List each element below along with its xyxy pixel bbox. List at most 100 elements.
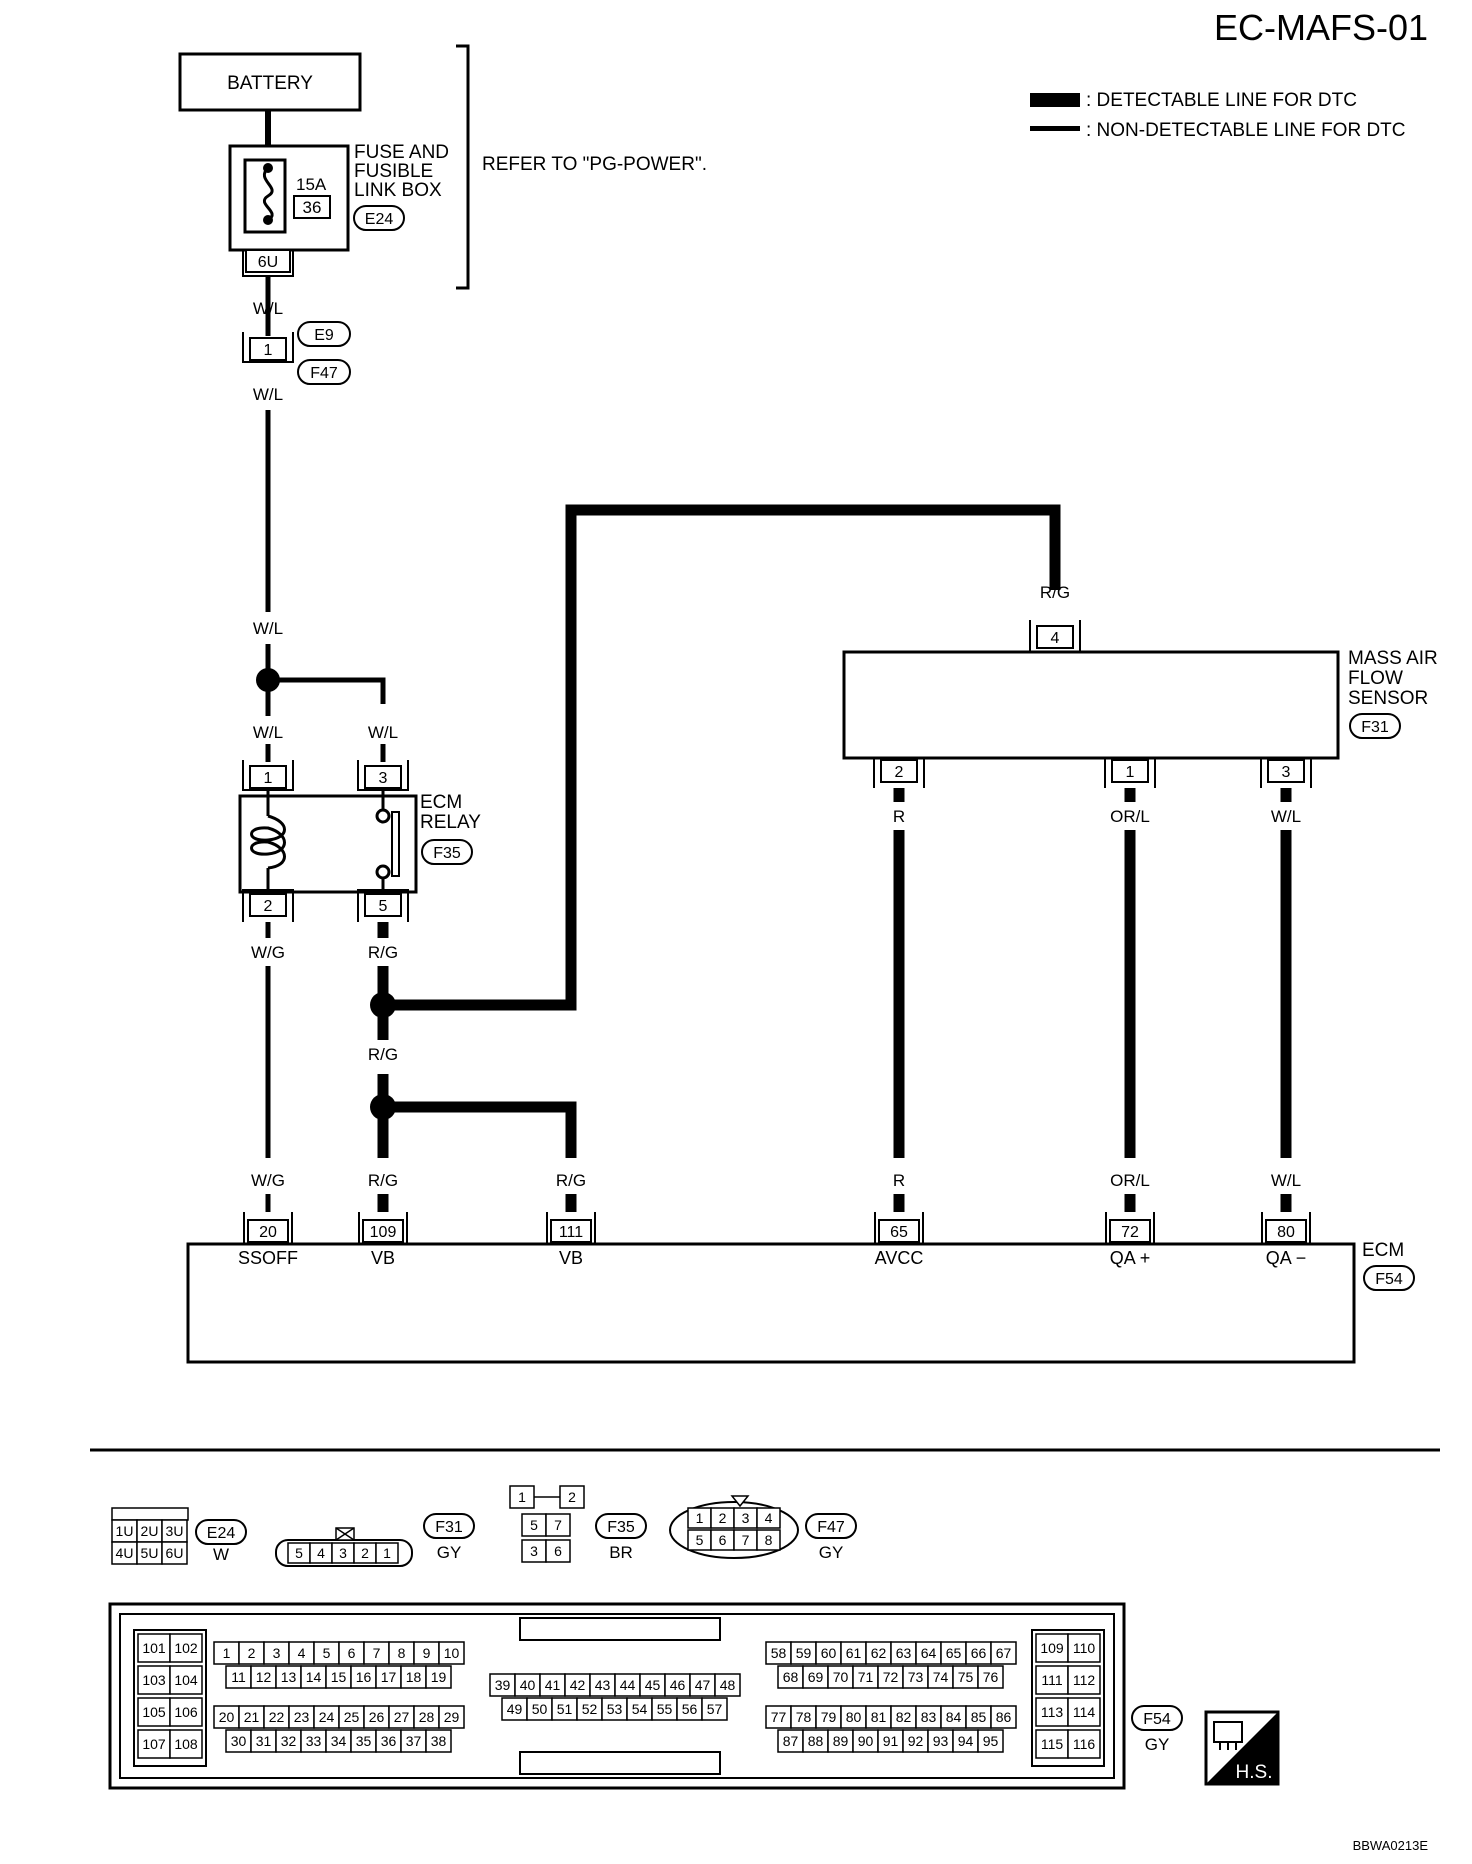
refer-bracket xyxy=(456,44,470,290)
legend-thick-line-swatch xyxy=(1030,93,1080,107)
f47-pin: 1 xyxy=(696,1510,704,1526)
e24-pin: 2U xyxy=(141,1523,159,1539)
ecm-pin-111: 111 xyxy=(559,1224,583,1241)
hs-label: H.S. xyxy=(1236,1762,1273,1783)
f54-pin: 65 xyxy=(946,1645,962,1661)
f54-pin: 75 xyxy=(958,1669,974,1685)
f54-pin: 74 xyxy=(933,1669,949,1685)
f54-pin: 30 xyxy=(231,1733,247,1749)
legend-detectable-label: : DETECTABLE LINE FOR DTC xyxy=(1086,90,1357,111)
e24-pin: 3U xyxy=(166,1523,184,1539)
f54-pin: 48 xyxy=(720,1677,736,1693)
page-title: EC-MAFS-01 xyxy=(1214,7,1428,48)
fuse-box: 15A 36 6U xyxy=(228,144,350,277)
f35-pin: 6 xyxy=(554,1543,562,1559)
f54-pin: 93 xyxy=(933,1733,949,1749)
f54-pin: 116 xyxy=(1073,1736,1096,1752)
refer-note: REFER TO "PG-POWER". xyxy=(482,154,707,175)
wire-color-rg-2: R/G xyxy=(368,1045,398,1064)
f54-pin: 53 xyxy=(607,1701,623,1717)
f54-pin: 40 xyxy=(520,1677,536,1693)
fuse-box-connector-badge: E24 xyxy=(365,211,394,228)
f54-pin: 58 xyxy=(771,1645,787,1661)
f54-pin: 103 xyxy=(142,1672,166,1688)
pin-cell xyxy=(438,1641,465,1665)
f54-pin: 55 xyxy=(657,1701,673,1717)
pin-cell xyxy=(990,1641,1017,1665)
f54-pin: 90 xyxy=(858,1733,874,1749)
pin-cell xyxy=(425,1665,452,1689)
pin-cell xyxy=(756,1507,781,1529)
f54-pin: 115 xyxy=(1041,1736,1064,1752)
harness-connector-icon xyxy=(1213,1721,1243,1750)
f54-pin: 71 xyxy=(858,1669,874,1685)
f54-pin: 54 xyxy=(632,1701,648,1717)
pin-cell xyxy=(1035,1633,1069,1663)
f47-pin: 8 xyxy=(765,1532,773,1548)
f47-pin: 3 xyxy=(742,1510,750,1526)
pin-cell xyxy=(169,1633,203,1663)
f54-pin: 95 xyxy=(983,1733,999,1749)
f54-pin: 57 xyxy=(707,1701,723,1717)
wire-color-rg-1: R/G xyxy=(368,943,398,962)
pin-cell xyxy=(137,1665,171,1695)
f47-view-badge: F47 xyxy=(817,1519,845,1536)
wire-color-wl-2: W/L xyxy=(253,385,283,404)
wire-color-rg-4: R/G xyxy=(556,1171,586,1190)
f54-pin: 101 xyxy=(142,1640,166,1656)
f54-pin: 91 xyxy=(883,1733,899,1749)
wire-rg-to-ecm111 xyxy=(383,1101,577,1158)
pin-cell xyxy=(137,1697,171,1727)
wire-color-wg-1: W/G xyxy=(251,943,285,962)
f54-pin: 70 xyxy=(833,1669,849,1685)
f54-pin: 6 xyxy=(348,1645,356,1661)
f54-pin: 62 xyxy=(871,1645,887,1661)
f54-pin: 2 xyxy=(248,1645,256,1661)
f54-pin: 51 xyxy=(557,1701,573,1717)
f47-pin: 4 xyxy=(765,1510,773,1526)
pin-cell xyxy=(977,1665,1004,1689)
wire-color-r-2: R xyxy=(893,1171,905,1190)
f31-pin: 4 xyxy=(317,1545,325,1561)
relay-coil-icon xyxy=(250,814,286,870)
ecm-signal-72: QA + xyxy=(1110,1248,1151,1268)
f54-pin: 88 xyxy=(808,1733,824,1749)
joint-connector-f47-badge: F47 xyxy=(310,365,338,382)
f47-color: GY xyxy=(819,1543,844,1562)
fuse-icon xyxy=(262,166,274,222)
f31-pin: 3 xyxy=(339,1545,347,1561)
pin-cell xyxy=(545,1513,571,1537)
f54-view-badge: F54 xyxy=(1143,1711,1171,1728)
fuse-amp: 15A xyxy=(296,175,327,194)
f54-pin: 105 xyxy=(142,1704,166,1720)
f54-pin: 59 xyxy=(796,1645,812,1661)
fuse-box-label-line2: FUSIBLE xyxy=(354,161,433,182)
e24-pin: 6U xyxy=(166,1545,184,1561)
f54-pin: 84 xyxy=(946,1709,962,1725)
f54-pin: 27 xyxy=(394,1709,410,1725)
wire-color-rg-5: R/G xyxy=(1040,583,1070,602)
f54-pin: 78 xyxy=(796,1709,812,1725)
fuse-box-label-line3: LINK BOX xyxy=(354,180,442,201)
pin-cell xyxy=(161,1541,188,1565)
f54-pin: 44 xyxy=(620,1677,636,1693)
f54-pin: 49 xyxy=(507,1701,523,1717)
f54-pin: 80 xyxy=(846,1709,862,1725)
f54-pin: 47 xyxy=(695,1677,711,1693)
f54-pin: 89 xyxy=(833,1733,849,1749)
f54-pin: 111 xyxy=(1041,1672,1062,1688)
f54-pin: 87 xyxy=(783,1733,799,1749)
maf-terminal-4: 4 xyxy=(1051,630,1060,647)
e24-pin: 5U xyxy=(141,1545,159,1561)
f54-pin: 104 xyxy=(174,1672,198,1688)
f31-view-badge: F31 xyxy=(435,1519,463,1536)
pin-cell xyxy=(137,1633,171,1663)
f47-pin: 6 xyxy=(719,1532,727,1548)
ecm-signal-20: SSOFF xyxy=(238,1248,298,1268)
ecm-signal-111: VB xyxy=(559,1248,583,1268)
f54-pin: 19 xyxy=(431,1669,447,1685)
ecm-signal-80: QA − xyxy=(1266,1248,1307,1268)
maf-terminal-3: 3 xyxy=(1282,764,1291,781)
f54-pin: 42 xyxy=(570,1677,586,1693)
